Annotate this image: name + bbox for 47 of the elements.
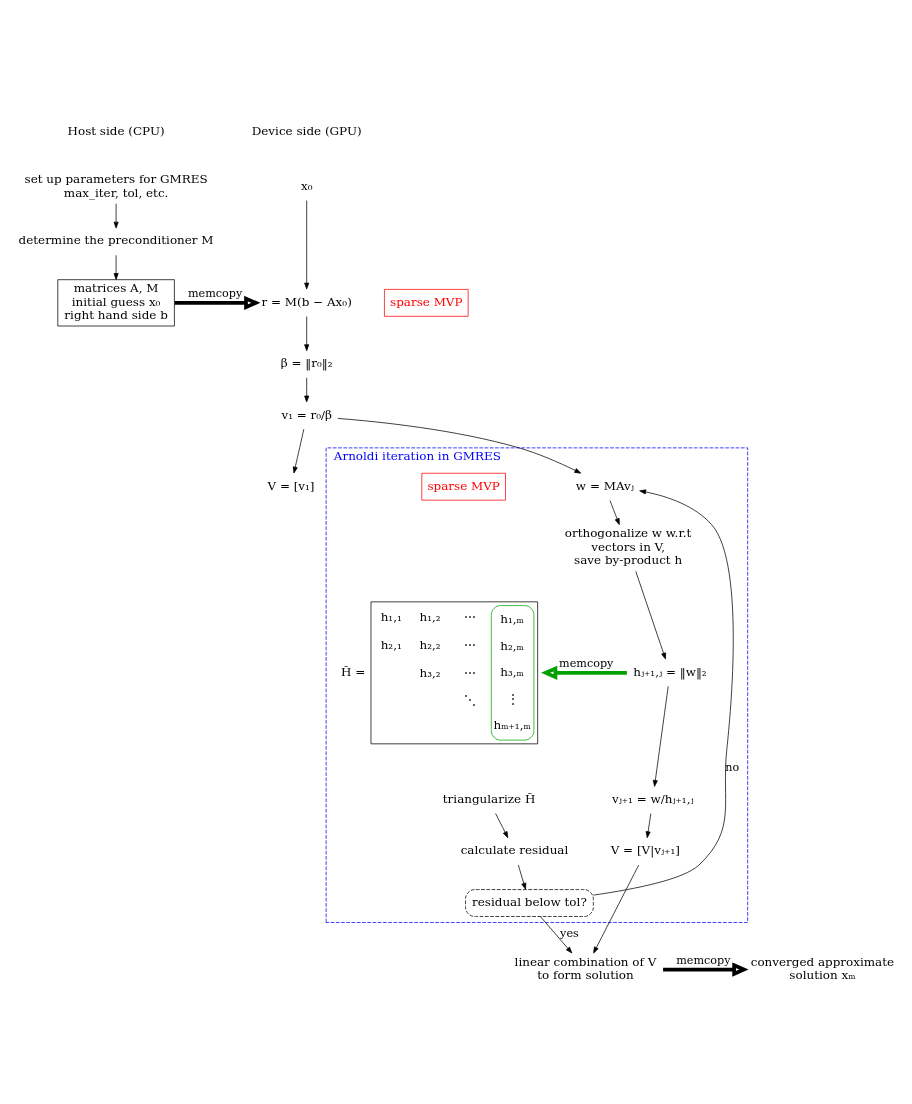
arrow — [292, 428, 305, 473]
node-label: H̃ = — [341, 664, 366, 679]
node-box: matrices A, M initial guess x₀ right hand side b — [57, 278, 175, 326]
arrow — [652, 685, 669, 787]
node-text: β = ‖r₀‖₂ — [280, 355, 333, 370]
arrow — [304, 315, 310, 351]
node-text: x₀ — [300, 178, 313, 193]
arrow — [174, 295, 261, 310]
arrow — [304, 199, 310, 289]
edge-label: memcopy — [559, 656, 614, 670]
label: Device side (GPU) — [251, 123, 362, 138]
arrow — [495, 812, 509, 838]
arrow — [113, 254, 119, 280]
edge-label: yes — [560, 926, 579, 940]
arrow — [593, 864, 640, 953]
node-text: vⱼ₊₁ = w/hⱼ₊₁,ⱼ — [611, 791, 694, 806]
arrow — [517, 864, 527, 890]
edge-label: memcopy — [187, 286, 243, 300]
node-box: residual below tol? — [465, 888, 594, 917]
node-text: determine the preconditioner M — [18, 232, 214, 247]
arrow — [609, 499, 620, 525]
node-text: r = M(b − Ax₀) — [261, 294, 352, 309]
node-box: sparse MVP — [384, 288, 469, 317]
node-text: V = [V|vⱼ₊₁] — [610, 842, 680, 857]
node-box: sparse MVP — [421, 472, 506, 501]
arrow — [645, 812, 652, 838]
arrow — [337, 417, 582, 474]
edge-label: memcopy — [676, 953, 731, 967]
node-text: w = MAvⱼ — [575, 478, 634, 493]
node-text: v₁ = r₀/β — [281, 407, 332, 422]
arrow — [540, 915, 573, 953]
arrow — [663, 961, 749, 977]
node-box: h₁,₁ h₁,₂ ⋯ h₁,ₘ h₂,ₘ h₃,ₘ ⋮ hₘ₊₁,ₘ h₂,₁ h₂,₂ ⋯ h₃,₂ ⋯ ⋱ — [370, 600, 539, 744]
node-text: converged approximate solution xₘ — [750, 954, 895, 982]
arrow — [593, 489, 734, 895]
arrow — [113, 202, 119, 228]
node-text: calculate residual — [460, 842, 569, 857]
node-text: V = [v₁] — [267, 478, 315, 493]
node-text: linear combination of V to form solution — [514, 954, 657, 982]
node-text: triangularize H̃ — [442, 791, 536, 806]
node-text: orthogonalize w w.r.t vectors in V, save by-product h — [564, 525, 692, 567]
arrow — [541, 665, 627, 680]
arrow — [304, 376, 310, 402]
arrow — [635, 570, 666, 659]
node-text: set up parameters for GMRES max_iter, tol, etc. — [24, 171, 208, 200]
label: Host side (CPU) — [67, 123, 165, 138]
node-text: hⱼ₊₁,ⱼ = ‖w‖₂ — [633, 664, 707, 679]
